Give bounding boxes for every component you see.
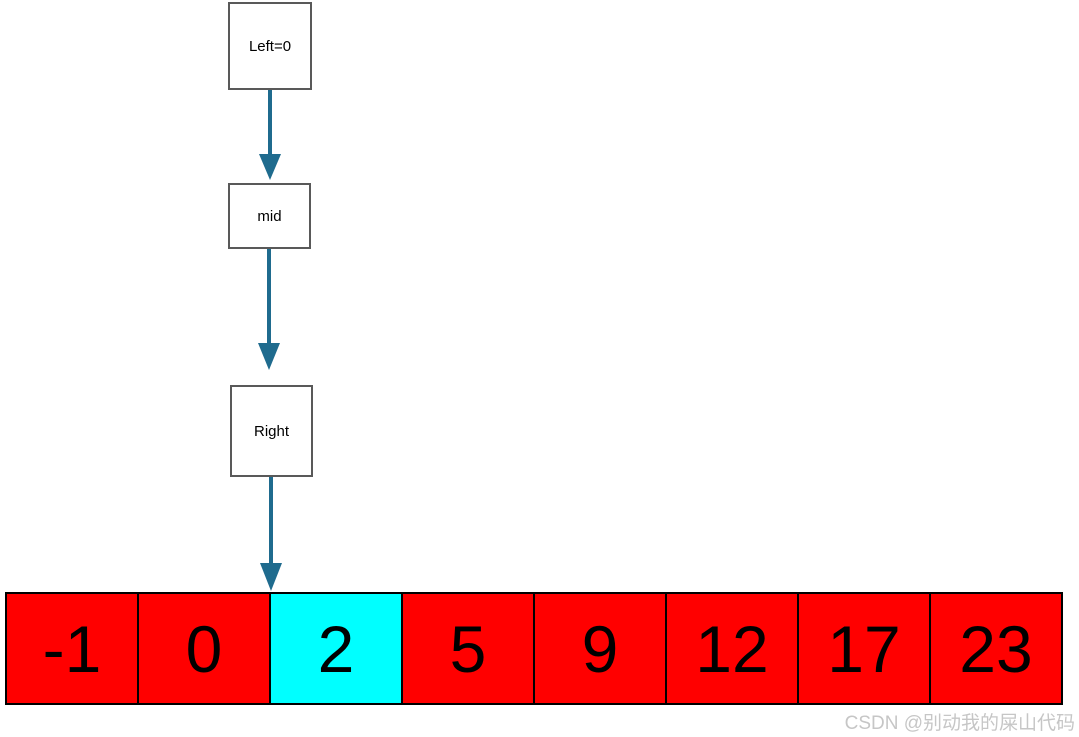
flowchart-box-mid-label: mid [257, 207, 282, 225]
arrow-mid-to-right [258, 249, 280, 370]
flowchart-box-right: Right [230, 385, 313, 477]
arrow-right-to-array [260, 477, 282, 591]
watermark: CSDN @别动我的屎山代码 [844, 713, 1075, 734]
flowchart-box-left-label: Left=0 [248, 37, 292, 55]
array-cell: 23 [931, 594, 1061, 703]
array-cell: -1 [7, 594, 139, 703]
array-cell: 17 [799, 594, 931, 703]
arrow-left-to-mid [259, 90, 281, 180]
flowchart-box-left: Left=0 [228, 2, 312, 90]
array-cell: 12 [667, 594, 799, 703]
flowchart-box-right-label: Right [253, 422, 290, 440]
flowchart-box-mid: mid [228, 183, 311, 249]
array-cell: 0 [139, 594, 271, 703]
array-cell: 9 [535, 594, 667, 703]
array-cell: 5 [403, 594, 535, 703]
array-cell: 2 [271, 594, 403, 703]
